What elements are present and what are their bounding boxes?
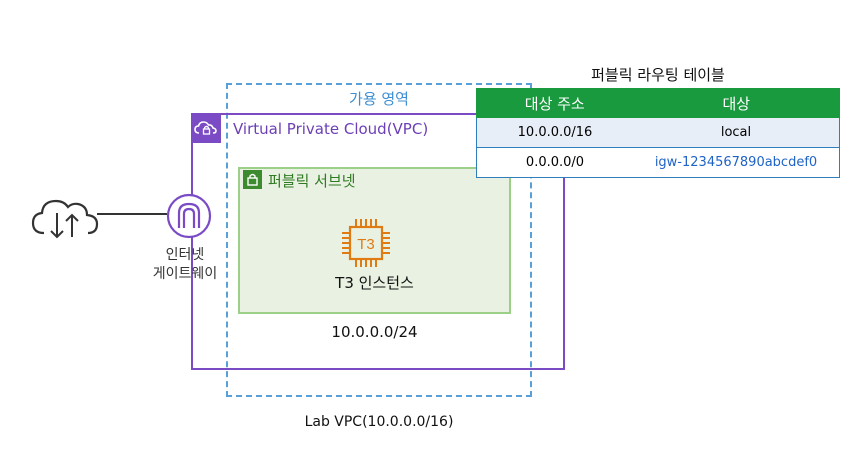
route-table-header-row: 대상 주소 대상 (476, 88, 840, 118)
subnet-cidr: 10.0.0.0/24 (331, 323, 418, 341)
route-table-header-target: 대상 (632, 88, 840, 118)
vpc-cloud-lock-icon (191, 113, 221, 143)
vpc-caption: Lab VPC(10.0.0.0/16) (304, 414, 454, 430)
route-target: local (633, 117, 840, 148)
availability-zone-label: 가용 영역 (349, 90, 409, 108)
route-table: 대상 주소 대상 10.0.0.0/16 local 0.0.0.0/0 igw… (476, 88, 840, 178)
internet-gateway-label: 인터넷 게이트웨이 (130, 246, 240, 284)
ec2-chip-text: T3 (357, 236, 375, 253)
table-row: 0.0.0.0/0 igw-1234567890abcdef0 (476, 147, 840, 178)
route-table-title: 퍼블릭 라우팅 테이블 (591, 66, 725, 84)
route-table-header-destination: 대상 주소 (476, 88, 634, 118)
igw-label-line2: 게이트웨이 (152, 266, 218, 282)
availability-zone-box (226, 83, 532, 397)
subnet-lock-icon (243, 170, 262, 189)
subnet-title: 퍼블릭 서브넷 (268, 172, 356, 190)
route-target-link[interactable]: igw-1234567890abcdef0 (633, 147, 840, 178)
internet-cloud-icon (30, 193, 102, 241)
vpc-title: Virtual Private Cloud(VPC) (233, 120, 429, 138)
route-destination: 0.0.0.0/0 (476, 147, 633, 178)
ec2-chip-icon: T3 (339, 216, 393, 270)
route-destination: 10.0.0.0/16 (476, 117, 633, 148)
public-subnet-box (238, 167, 511, 314)
table-row: 10.0.0.0/16 local (476, 117, 840, 148)
vpc-box (191, 113, 565, 370)
internet-gateway-icon (166, 193, 212, 239)
instance-label: T3 인스턴스 (335, 274, 414, 292)
igw-label-line1: 인터넷 (165, 247, 205, 263)
